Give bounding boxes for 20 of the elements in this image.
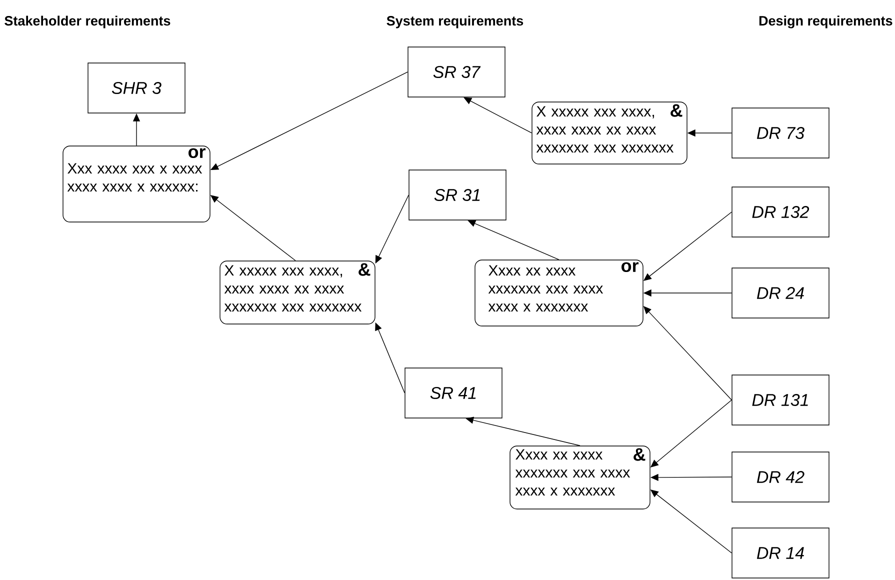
- logic-box: X xxxxx xxx xxxx, xxxx xxxx xx xxxx xxxxxxx xxx xxxxxxx &: [532, 102, 688, 164]
- logic-box: or Xxx xxxx xxx x xxxx xxxx xxxx x xxxxxx:: [62, 146, 210, 222]
- requirement-box: DR 14: [732, 528, 830, 578]
- column-heading: Design requirements: [759, 16, 892, 28]
- requirement-box: SHR 3: [88, 62, 186, 114]
- requirement-box: SR 31: [408, 170, 506, 220]
- column-heading: Stakeholder requirements: [4, 16, 170, 28]
- logic-box: Xxxx xx xxxx xxxxxxx xxx xxxx xxxx x xxxxxxx &: [510, 446, 650, 510]
- requirement-box: DR 73: [732, 108, 830, 158]
- requirement-box: DR 131: [732, 374, 830, 426]
- logic-box: Xxxx xx xxxx xxxxxxx xxx xxxx xxxx x xxxxxxx or: [474, 260, 644, 326]
- logic-box: X xxxxx xxx xxxx, xxxx xxxx xx xxxx xxxxxxx xxx xxxxxxx &: [220, 260, 376, 324]
- requirement-box: SR 37: [408, 46, 506, 98]
- requirement-box: DR 42: [732, 452, 830, 502]
- requirement-box: DR 132: [732, 186, 830, 238]
- requirement-box: DR 24: [732, 268, 830, 318]
- requirement-box: SR 41: [404, 368, 502, 418]
- column-heading: System requirements: [386, 16, 524, 28]
- arrow: [468, 220, 560, 260]
- arrow: [464, 97, 532, 134]
